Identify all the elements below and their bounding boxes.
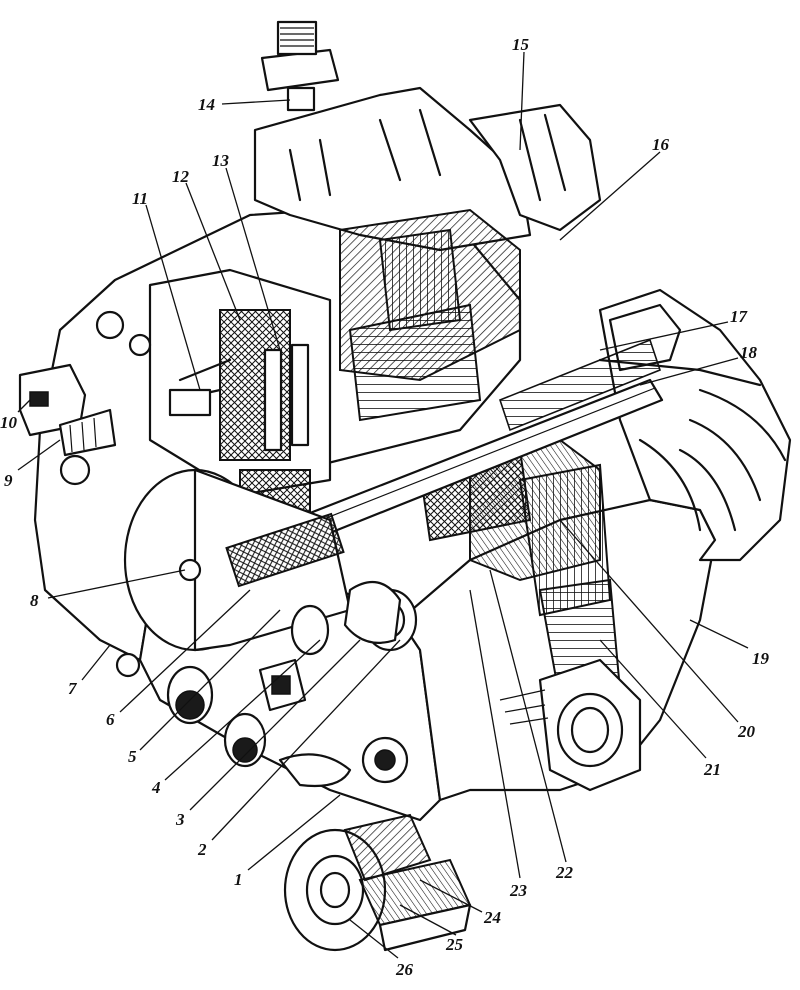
callout-11: 11 [132, 189, 148, 208]
front-housing-openings [166, 580, 418, 788]
callout-3: 3 [175, 810, 185, 829]
callout-10: 10 [0, 413, 18, 432]
callout-19: 19 [752, 649, 770, 668]
callout-23: 23 [509, 881, 528, 900]
mounting-bracket [253, 20, 602, 252]
callout-5: 5 [128, 747, 137, 766]
callout-25: 25 [445, 935, 464, 954]
callout-14: 14 [198, 95, 215, 114]
callout-16: 16 [652, 135, 670, 154]
callout-6: 6 [106, 710, 115, 729]
stator-core [339, 208, 622, 702]
callout-12: 12 [172, 167, 190, 186]
callout-4: 4 [151, 778, 161, 797]
callout-15: 15 [512, 35, 530, 54]
callout-1: 1 [234, 870, 243, 889]
callout-20: 20 [737, 722, 756, 741]
callout-22: 22 [555, 863, 574, 882]
callout-labels: 1 2 3 4 5 6 7 8 9 10 11 12 13 14 15 16 1… [0, 35, 770, 979]
brush-holder [148, 268, 332, 531]
callout-24: 24 [483, 908, 501, 927]
callout-7: 7 [68, 679, 78, 698]
callout-13: 13 [212, 151, 230, 170]
callout-9: 9 [4, 471, 13, 490]
leader-lines [17, 51, 749, 959]
callout-2: 2 [197, 840, 207, 859]
mounting-eye [499, 658, 642, 792]
callout-17: 17 [730, 307, 749, 326]
terminal-block [18, 310, 152, 678]
callout-8: 8 [30, 591, 39, 610]
callout-18: 18 [740, 343, 758, 362]
callout-21: 21 [703, 760, 721, 779]
bearing-inset [283, 813, 472, 952]
callout-26: 26 [395, 960, 414, 979]
